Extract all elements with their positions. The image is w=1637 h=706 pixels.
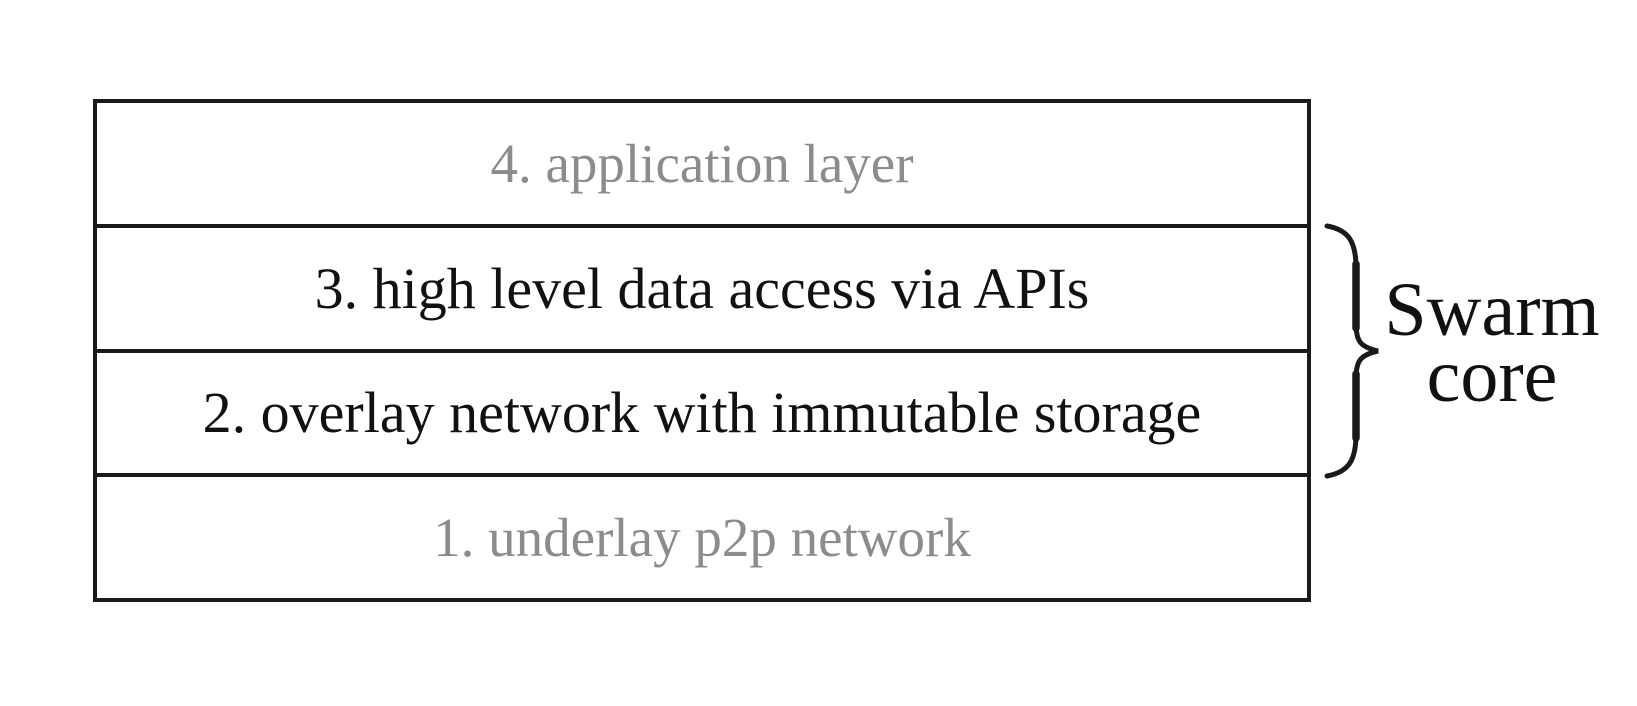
swarm-core-label: Swarm core (1372, 268, 1612, 418)
layer-label: 1. underlay p2p network (433, 507, 971, 569)
layer-label: 3. high level data access via APIs (314, 255, 1090, 321)
curly-brace-icon (1324, 223, 1379, 479)
swarm-core-label-line2: core (1426, 334, 1558, 418)
protocol-stack-box: 4. application layer 3. high level data … (93, 99, 1311, 602)
layer-underlay-network: 1. underlay p2p network (97, 473, 1307, 598)
layer-overlay-network: 2. overlay network with immutable storag… (97, 348, 1307, 474)
layer-label: 2. overlay network with immutable storag… (202, 380, 1202, 446)
layer-api-access: 3. high level data access via APIs (97, 223, 1307, 349)
layer-application: 4. application layer (97, 103, 1307, 224)
swarm-core-label-line1: Swarm (1384, 268, 1600, 352)
layer-label: 4. application layer (490, 132, 914, 194)
